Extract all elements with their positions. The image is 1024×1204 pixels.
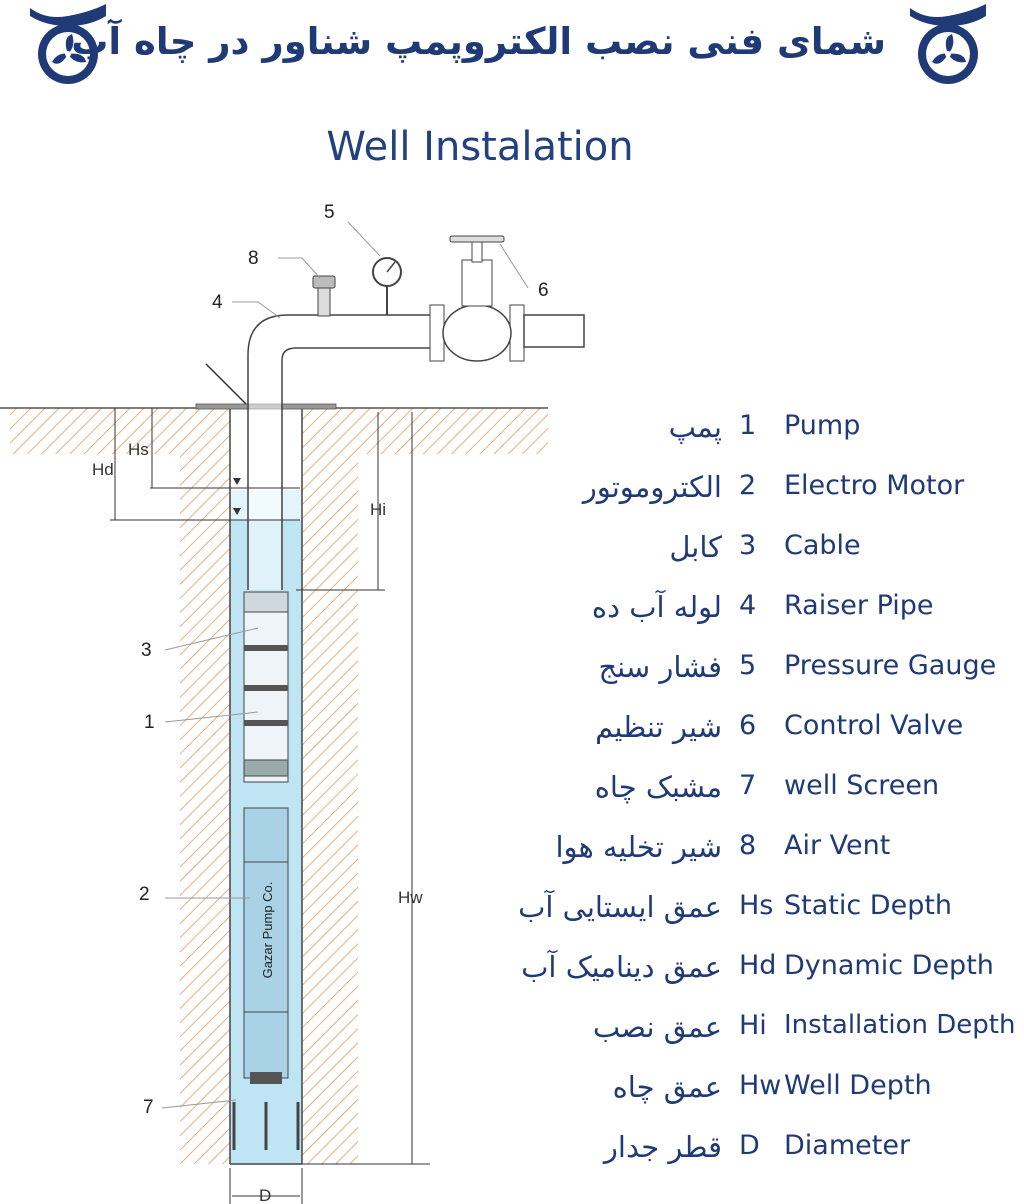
legend-item: شیر تنظیم 6 Control Valve [595, 710, 964, 744]
legend-item: پمپ 1 Pump [668, 410, 861, 444]
callout-3: 3 [141, 640, 152, 661]
legend-item: عمق دینامیک آب Hd Dynamic Depth [521, 950, 994, 984]
callout-1: 1 [144, 712, 155, 733]
pressure-gauge [372, 257, 402, 315]
motor-brand-label: Gazar Pump Co. [260, 882, 275, 979]
legend-item: قطر جدار D Diameter [603, 1130, 911, 1164]
callout-5: 5 [324, 202, 335, 223]
legend-item: مشبک چاه 7 well Screen [594, 770, 940, 804]
water-level-markers [233, 478, 241, 515]
page-title: شمای فنی نصب الکتروپمپ شناور در چاه آب [71, 20, 886, 63]
fan-in-hands-logo-icon [30, 4, 106, 84]
air-vent [312, 275, 336, 317]
diagram-subtitle: Well Instalation [326, 124, 634, 170]
raiser-pipe [247, 314, 430, 590]
electro-motor: Gazar Pump Co. [243, 807, 289, 1084]
dim-hd-label: Hd [92, 460, 114, 479]
callout-7: 7 [143, 1097, 154, 1118]
callout-6: 6 [538, 280, 549, 301]
control-valve [429, 235, 585, 362]
legend-item: لوله آب ده 4 Raiser Pipe [591, 590, 934, 624]
well-screen [232, 1102, 300, 1150]
legend-item: شیر تخلیه هوا 8 Air Vent [555, 830, 891, 864]
legend-item: عمق ایستایی آب Hs Static Depth [518, 890, 953, 924]
callout-leaders [161, 221, 529, 1109]
legend-item: فشار سنج 5 Pressure Gauge [598, 650, 997, 684]
dim-hw-label: Hw [398, 888, 423, 907]
submersible-pump [243, 591, 289, 783]
dim-d-label: D [259, 1186, 271, 1204]
callout-4: 4 [212, 292, 223, 313]
callout-8: 8 [248, 248, 259, 269]
legend-item: عمق نصب Hi Installation Depth [592, 1010, 1016, 1044]
dimension-lines [110, 408, 430, 1204]
legend-item: کابل 3 Cable [669, 530, 861, 564]
company-logo-right [906, 2, 990, 86]
legend-item: عمق چاه Hw Well Depth [612, 1070, 932, 1104]
dim-hs-label: Hs [128, 440, 149, 459]
fan-in-hands-logo-icon [910, 4, 986, 84]
legend-item: الکتروموتور 2 Electro Motor [582, 470, 965, 504]
callout-2: 2 [139, 884, 150, 905]
company-logo-left [26, 2, 110, 86]
dim-hi-label: Hi [370, 500, 386, 519]
